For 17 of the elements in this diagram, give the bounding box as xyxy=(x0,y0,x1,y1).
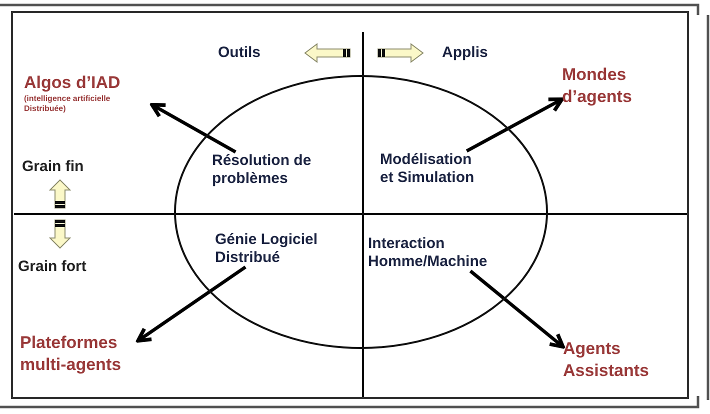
category-label: Algos d’IAD xyxy=(24,72,122,94)
arrow xyxy=(150,102,236,154)
domain-label: Modélisation et Simulation xyxy=(380,151,482,187)
arrow xyxy=(466,97,564,152)
axis-label: Applis xyxy=(442,44,488,62)
arrow xyxy=(136,266,246,343)
category-label: Agents Assistants xyxy=(563,338,663,382)
category-label: Plateformes multi-agents xyxy=(20,332,138,376)
category-label: Mondes d’agents xyxy=(562,64,658,108)
category-description: (intelligence artificielle Distribuée) xyxy=(24,94,112,114)
domain-label: Interaction Homme/Machine xyxy=(368,235,496,271)
axis-label: Grain fort xyxy=(18,258,86,276)
domain-label: Génie Logiciel Distribué xyxy=(215,231,337,267)
axis-label: Grain fin xyxy=(22,158,84,176)
axis-label: Outils xyxy=(218,44,261,62)
arrow xyxy=(469,270,565,349)
domain-label: Résolution de problèmes xyxy=(212,152,330,188)
